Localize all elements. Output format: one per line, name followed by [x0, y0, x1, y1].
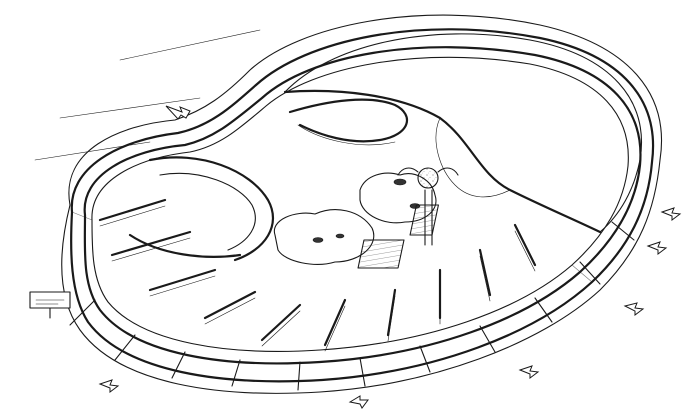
exit-arrow-icon[interactable]: [98, 379, 120, 393]
glass-dome: [284, 33, 642, 233]
stall-partitions-shadow: [99, 205, 536, 352]
enclosure-floor: [83, 46, 642, 365]
entry-arrow-icon[interactable]: [165, 105, 191, 120]
exit-arrow-icon[interactable]: [660, 207, 682, 221]
tree-island: [359, 172, 437, 224]
sign-board-icon: [29, 291, 71, 319]
glazing-band: [70, 211, 593, 382]
exit-arrow-icon[interactable]: [348, 395, 369, 409]
animal-figures: [312, 178, 421, 243]
dome-planting-edge: [435, 117, 511, 198]
perimeter-wall-inner: [91, 56, 629, 352]
curved-wall-south: [128, 233, 242, 258]
exit-arrow-icon[interactable]: [518, 365, 540, 379]
curved-wall-west-inner: [159, 172, 256, 251]
perimeter-posts: [69, 221, 635, 391]
earth-berm: [61, 14, 662, 394]
exit-arrow-icon[interactable]: [646, 241, 668, 255]
dome-edge: [283, 89, 602, 234]
central-rock-island: [273, 209, 375, 265]
stall-partitions: [98, 198, 537, 347]
curved-wall-west: [148, 156, 274, 262]
gallery-wall-north-rim: [297, 124, 396, 146]
gallery-wall-north: [288, 98, 408, 143]
ground-lines: [34, 29, 261, 161]
service-blocks: [357, 204, 439, 269]
exit-arrow-icon[interactable]: [623, 302, 645, 316]
